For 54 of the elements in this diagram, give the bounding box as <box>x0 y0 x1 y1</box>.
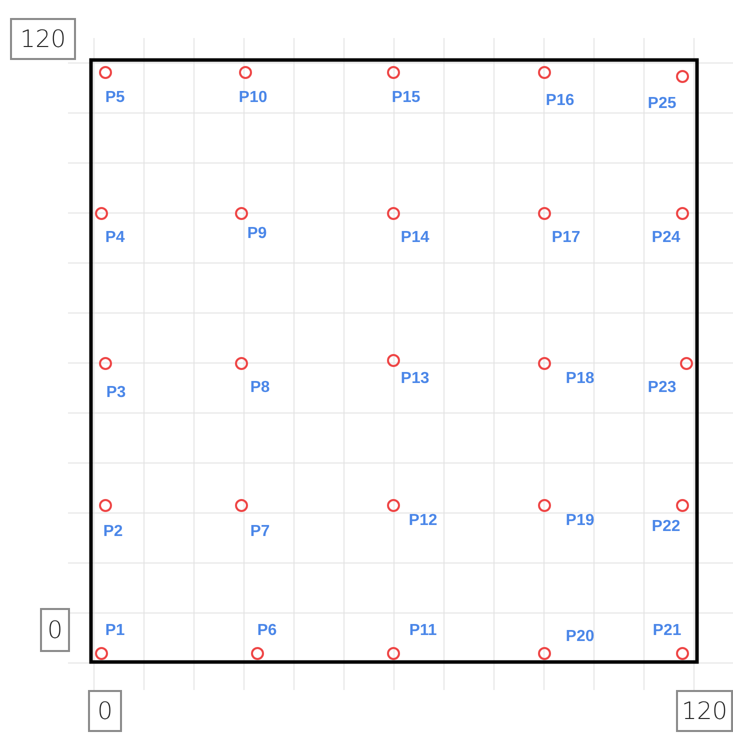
point-marker <box>538 646 550 660</box>
point-marker <box>386 66 400 78</box>
axis-value-box: 120 <box>676 690 733 732</box>
point-marker <box>386 646 400 660</box>
point-label: P5 <box>105 89 125 107</box>
point-marker <box>234 356 248 370</box>
point-marker <box>98 66 112 78</box>
point-marker <box>538 498 550 512</box>
point-marker <box>386 354 400 366</box>
point-label: P21 <box>652 622 682 640</box>
point-label: P16 <box>546 92 574 110</box>
point-marker <box>538 356 550 370</box>
point-marker <box>680 356 692 370</box>
point-marker <box>676 498 688 512</box>
point-marker <box>538 206 550 220</box>
point-label: P11 <box>409 622 437 640</box>
point-label: P4 <box>105 229 125 247</box>
point-marker <box>386 498 400 512</box>
point-label: P9 <box>247 225 267 243</box>
point-label: P15 <box>392 89 420 107</box>
point-label: P10 <box>238 89 268 107</box>
point-label: P24 <box>652 229 680 247</box>
point-label: P14 <box>400 229 430 247</box>
point-marker <box>238 66 252 78</box>
point-label: P8 <box>250 379 270 397</box>
point-marker <box>98 356 112 370</box>
axis-value-box: 0 <box>40 608 70 652</box>
point-label: P2 <box>103 523 123 541</box>
point-label: P20 <box>566 628 594 646</box>
point-marker <box>98 498 112 512</box>
point-marker <box>234 498 248 512</box>
point-label: P18 <box>566 370 594 388</box>
point-marker <box>94 646 108 660</box>
point-marker <box>676 646 688 660</box>
point-label: P13 <box>400 370 430 388</box>
point-marker <box>386 206 400 220</box>
point-label: P23 <box>648 379 676 397</box>
point-label: P19 <box>566 512 594 530</box>
point-label: P12 <box>408 512 438 530</box>
point-label: P25 <box>648 95 676 113</box>
point-marker <box>234 206 248 220</box>
point-label: P22 <box>652 518 680 536</box>
point-marker <box>538 66 550 78</box>
point-label: P17 <box>552 229 580 247</box>
point-marker <box>250 646 264 660</box>
point-label: P6 <box>257 622 277 640</box>
point-marker <box>94 206 108 220</box>
point-label: P3 <box>106 384 126 402</box>
point-label: P7 <box>250 523 270 541</box>
axis-value-box: 120 <box>10 18 76 60</box>
point-label: P1 <box>105 622 125 640</box>
axis-value-box: 0 <box>88 690 122 732</box>
point-marker <box>676 70 688 82</box>
point-marker <box>676 206 688 220</box>
